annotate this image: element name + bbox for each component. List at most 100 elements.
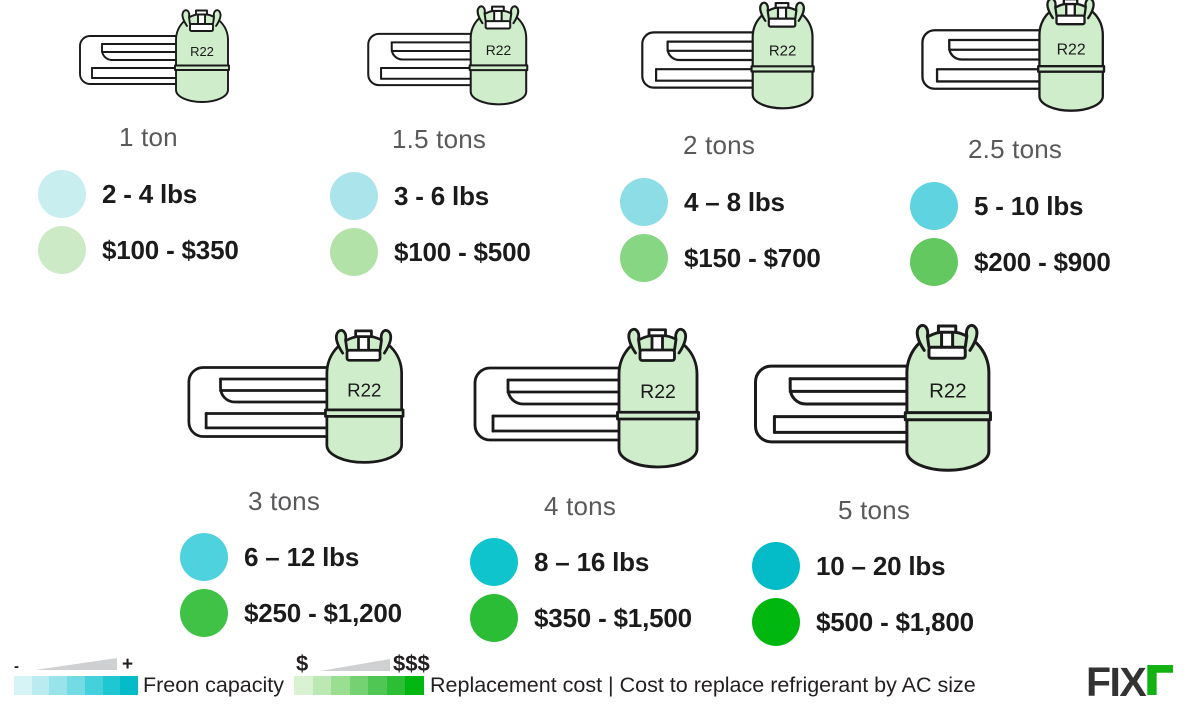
size-label: 3 tons	[248, 486, 321, 516]
legend-swatch	[102, 676, 121, 695]
capacity-row: 5 - 10 lbs	[910, 182, 1190, 230]
legend-swatch	[349, 676, 369, 695]
capacity-dot	[470, 538, 518, 586]
capacity-value: 5 - 10 lbs	[974, 190, 1084, 221]
capacity-value: 10 – 20 lbs	[816, 550, 946, 581]
cost-row: $350 - $1,500	[470, 594, 760, 642]
svg-text:R22: R22	[486, 42, 512, 58]
cost-min-sign: $	[296, 651, 309, 676]
cost-legend-label: Replacement cost | Cost to replace refri…	[430, 673, 976, 697]
capacity-dot	[180, 533, 228, 581]
size-label: 5 tons	[838, 495, 911, 525]
card-2-5-tons: R22 2.5 tons 5 - 10 lbs $200 - $900	[910, 0, 1190, 286]
capacity-legend-label: Freon capacity	[143, 673, 285, 697]
cost-dot	[910, 238, 958, 286]
card-1-ton: R22 1 ton 2 - 4 lbs $100 - $350	[36, 8, 306, 274]
legend-swatch	[120, 676, 138, 695]
cost-row: $100 - $350	[38, 226, 306, 274]
ac-tank-svg: R22	[187, 329, 405, 464]
ac-tank-svg: R22	[367, 5, 529, 106]
legend-swatch	[405, 676, 424, 695]
ac-tank-svg: R22	[921, 0, 1106, 112]
capacity-value: 2 - 4 lbs	[102, 178, 198, 209]
size-label: 2.5 tons	[968, 134, 1063, 164]
legend-swatch	[67, 676, 85, 695]
legend-swatch	[331, 676, 350, 695]
ramp-wedge-icon	[320, 659, 390, 671]
legend-swatch	[84, 676, 103, 695]
legend-freon-capacity: - + Freon capacity	[14, 655, 284, 697]
ac-tank-svg: R22	[754, 323, 992, 472]
cost-row: $200 - $900	[910, 238, 1190, 286]
capacity-row: 6 – 12 lbs	[180, 533, 470, 581]
capacity-row: 10 – 20 lbs	[752, 542, 1052, 590]
svg-text:R22: R22	[347, 379, 381, 400]
capacity-row: 2 - 4 lbs	[38, 170, 306, 218]
svg-text:R22: R22	[929, 380, 967, 403]
ac-tank-svg: R22	[79, 9, 230, 103]
capacity-dot	[330, 172, 378, 220]
card-1-5-tons: R22 1.5 tons 3 - 6 lbs $100 - $500	[330, 4, 610, 276]
cost-swatch-bar	[294, 676, 424, 695]
capacity-dot	[910, 182, 958, 230]
ac-tank-icon: R22	[472, 326, 762, 482]
capacity-min-sign: -	[14, 658, 19, 675]
capacity-dot	[752, 542, 800, 590]
capacity-max-sign: +	[122, 654, 134, 675]
cost-row: $150 - $700	[620, 234, 900, 282]
capacity-value: 4 – 8 lbs	[684, 186, 785, 217]
cost-dot	[330, 228, 378, 276]
legend: - + Freon capacity $ $$$ Replacement cos…	[0, 651, 1200, 711]
capacity-dot	[38, 170, 86, 218]
legend-swatch	[49, 676, 68, 695]
fixr-logo: FIX	[1086, 662, 1173, 703]
cost-dot	[38, 226, 86, 274]
legend-swatch	[14, 676, 32, 695]
logo-r-mark	[1147, 665, 1173, 695]
cost-row: $100 - $500	[330, 228, 610, 276]
card-2-tons: R22 2 tons 4 – 8 lbs $150 - $700	[620, 0, 900, 282]
ac-tank-icon: R22	[78, 8, 348, 112]
capacity-row: 3 - 6 lbs	[330, 172, 610, 220]
ac-tank-icon: R22	[640, 0, 920, 120]
ac-tank-icon: R22	[186, 327, 476, 477]
cost-value: $100 - $350	[102, 234, 239, 265]
legend-swatch	[31, 676, 50, 695]
size-label: 1.5 tons	[392, 124, 487, 154]
cost-row: $250 - $1,200	[180, 589, 470, 637]
ac-tank-svg: R22	[473, 327, 700, 469]
card-3-tons: R22 3 tons 6 – 12 lbs $250 - $1,200	[180, 327, 470, 637]
cost-ramp: $ $$$	[294, 651, 430, 676]
capacity-swatch-bar	[14, 676, 139, 695]
legend-swatch	[368, 676, 387, 695]
legend-swatch	[294, 676, 313, 695]
capacity-value: 8 – 16 lbs	[534, 546, 650, 577]
ac-tank-icon: R22	[752, 322, 1052, 486]
ac-tank-icon: R22	[366, 4, 646, 115]
legend-swatch	[312, 676, 332, 695]
cost-dot	[180, 589, 228, 637]
logo-wordmark: FIX	[1086, 659, 1147, 705]
capacity-value: 6 – 12 lbs	[244, 541, 360, 572]
card-5-tons: R22 5 tons 10 – 20 lbs $500 - $1,800	[752, 322, 1052, 646]
size-label: 1 ton	[119, 122, 178, 152]
size-label: 2 tons	[683, 130, 756, 160]
cost-value: $350 - $1,500	[534, 602, 692, 633]
legend-swatch	[386, 676, 406, 695]
cost-value: $100 - $500	[394, 236, 531, 267]
capacity-value: 3 - 6 lbs	[394, 180, 490, 211]
cost-value: $200 - $900	[974, 246, 1111, 277]
capacity-ramp: - +	[14, 655, 139, 675]
capacity-dot	[620, 178, 668, 226]
svg-text:R22: R22	[1057, 42, 1086, 59]
card-4-tons: R22 4 tons 8 – 16 lbs $350 - $1,500	[470, 326, 760, 642]
svg-text:R22: R22	[640, 381, 676, 403]
ac-tank-icon: R22	[920, 0, 1200, 123]
svg-text:R22: R22	[190, 44, 214, 59]
cost-row: $500 - $1,800	[752, 598, 1052, 646]
size-label: 4 tons	[544, 491, 617, 521]
cost-dot	[470, 594, 518, 642]
svg-text:R22: R22	[769, 42, 796, 59]
cost-max-sign: $$$	[393, 651, 430, 676]
